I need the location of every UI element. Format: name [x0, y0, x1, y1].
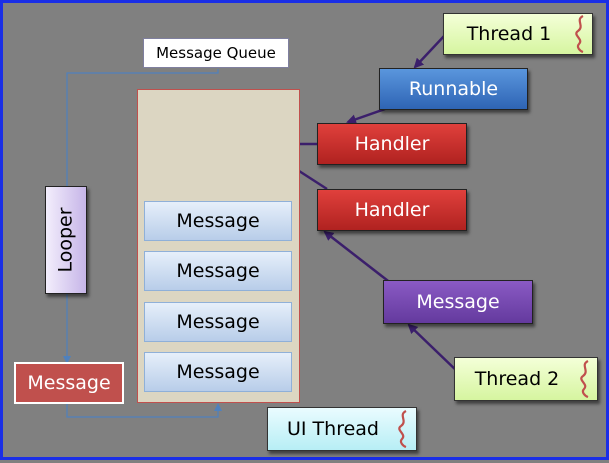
looper-message: Message [14, 362, 124, 404]
queue-message-4: Message [144, 352, 292, 392]
thread1-squiggle-icon [575, 15, 584, 54]
thread1-box: Thread 1 [443, 13, 593, 55]
thread2-squiggle-icon [580, 360, 589, 399]
handler2-box: Handler [317, 189, 467, 231]
message-queue-title: Message Queue [143, 38, 289, 68]
loop-line [66, 69, 219, 186]
loop-line-bottom [66, 403, 222, 418]
message-queue [137, 89, 300, 403]
handler1-box: Handler [317, 123, 467, 165]
queue-message-3: Message [144, 302, 292, 342]
looper-label: Looper [55, 207, 77, 273]
queue-message-1: Message [144, 201, 292, 241]
ui-thread-squiggle-icon [398, 410, 407, 449]
worker-message-box: Message [383, 280, 533, 324]
queue-message-2: Message [144, 251, 292, 291]
ui-thread-label: UI Thread [287, 418, 379, 440]
looper-box: Looper [45, 186, 87, 294]
arrow-runnable-handler [346, 107, 386, 125]
thread2-label: Thread 2 [474, 368, 560, 390]
arrow-thread2-message [407, 323, 460, 374]
ui-thread-box: UI Thread [267, 407, 417, 451]
thread2-box: Thread 2 [454, 357, 598, 401]
runnable-box: Runnable [379, 68, 528, 110]
thread1-label: Thread 1 [466, 23, 552, 45]
arrow-thread1-runnable [413, 34, 446, 69]
